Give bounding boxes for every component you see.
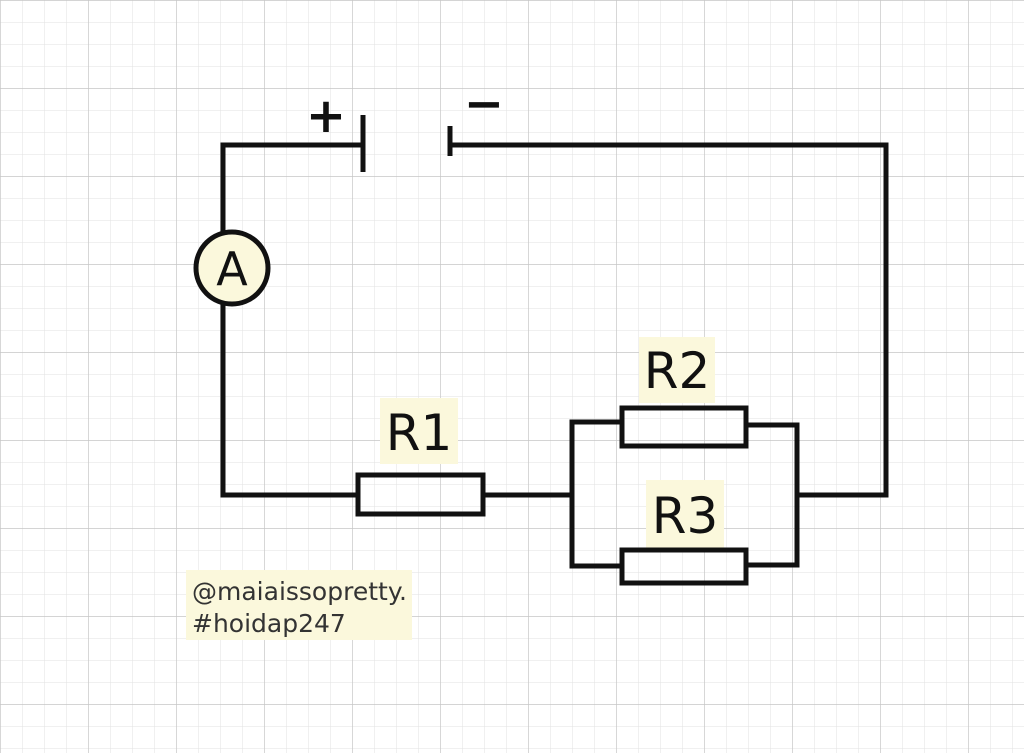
r1-label: R1 [386, 404, 453, 462]
ammeter: A [193, 229, 271, 307]
battery-negative-sign: − [464, 76, 504, 132]
wires [220, 142, 889, 569]
ammeter-label: A [216, 242, 248, 296]
r2-label: R2 [644, 342, 711, 400]
watermark-highlight [186, 570, 412, 640]
r1-label-highlight [380, 398, 458, 464]
resistor-r1 [355, 472, 486, 517]
resistor-r2 [619, 405, 749, 449]
wire-ammeter-to-r1 [220, 301, 361, 498]
battery: + − [306, 76, 504, 172]
r3-label: R3 [652, 487, 719, 545]
ammeter-circle [193, 229, 271, 307]
r3-label-highlight [646, 480, 724, 550]
watermark-line-1: @maiaissopretty. [192, 577, 407, 606]
r2-label-highlight [639, 337, 715, 403]
battery-positive-sign: + [306, 88, 346, 144]
resistor-r3 [619, 547, 749, 586]
wire-return-to-battery [447, 142, 889, 498]
watermark-line-2: #hoidap247 [192, 609, 346, 638]
wire-battery-to-ammeter [220, 142, 366, 235]
